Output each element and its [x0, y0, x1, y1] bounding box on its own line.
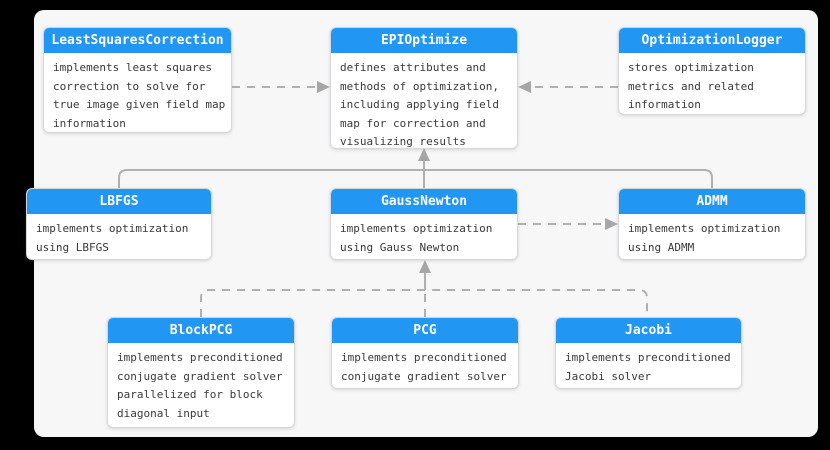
node-jacobi: Jacobi implements preconditioned Jacobi …	[555, 317, 742, 389]
node-blockpcg: BlockPCG implements preconditioned conju…	[107, 317, 295, 428]
node-optimizationlogger: OptimizationLogger stores optimization m…	[618, 27, 806, 115]
node-lbfgs-description: implements optimization using LBFGS	[36, 222, 189, 254]
node-gaussnewton-title: GaussNewton	[331, 189, 517, 214]
node-leastsquarescorrection-title: LeastSquaresCorrection	[44, 28, 231, 53]
node-lbfgs-title: LBFGS	[27, 189, 211, 214]
node-pcg-description: implements preconditioned conjugate grad…	[341, 351, 507, 383]
node-jacobi-title: Jacobi	[556, 318, 741, 343]
node-admm-title: ADMM	[619, 189, 805, 214]
node-epioptimize-description: defines attributes and methods of optimi…	[340, 61, 499, 148]
node-lbfgs: LBFGS implements optimization using LBFG…	[26, 188, 212, 260]
node-pcg-title: PCG	[332, 318, 518, 343]
node-epioptimize-title: EPIOptimize	[331, 28, 517, 53]
node-blockpcg-title: BlockPCG	[108, 318, 294, 343]
node-admm: ADMM implements optimization using ADMM	[618, 188, 806, 260]
node-gaussnewton-description: implements optimization using Gauss Newt…	[340, 222, 493, 254]
node-optimizationlogger-description: stores optimization metrics and related …	[628, 61, 754, 111]
node-blockpcg-description: implements preconditioned conjugate grad…	[117, 351, 283, 420]
node-jacobi-description: implements preconditioned Jacobi solver	[565, 351, 731, 383]
node-epioptimize: EPIOptimize defines attributes and metho…	[330, 27, 518, 149]
node-pcg: PCG implements preconditioned conjugate …	[331, 317, 519, 389]
node-leastsquarescorrection-description: implements least squares correction to s…	[53, 61, 226, 130]
node-gaussnewton: GaussNewton implements optimization usin…	[330, 188, 518, 260]
node-admm-description: implements optimization using ADMM	[628, 222, 781, 254]
node-optimizationlogger-title: OptimizationLogger	[619, 28, 805, 53]
node-leastsquarescorrection: LeastSquaresCorrection implements least …	[43, 27, 232, 133]
